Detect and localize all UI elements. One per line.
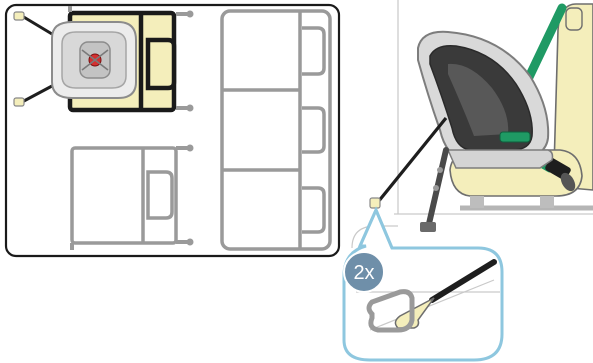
rear-bench-top — [222, 11, 330, 249]
support-leg — [420, 150, 446, 232]
count-label: 2x — [353, 262, 374, 284]
top-view-panel — [6, 5, 339, 256]
empty-seat-top-lower — [72, 145, 194, 251]
side-view-panel — [352, 0, 593, 248]
child-seat-side — [418, 32, 553, 168]
count-badge: 2x — [344, 252, 384, 292]
detail-callout: 2x — [344, 210, 502, 360]
